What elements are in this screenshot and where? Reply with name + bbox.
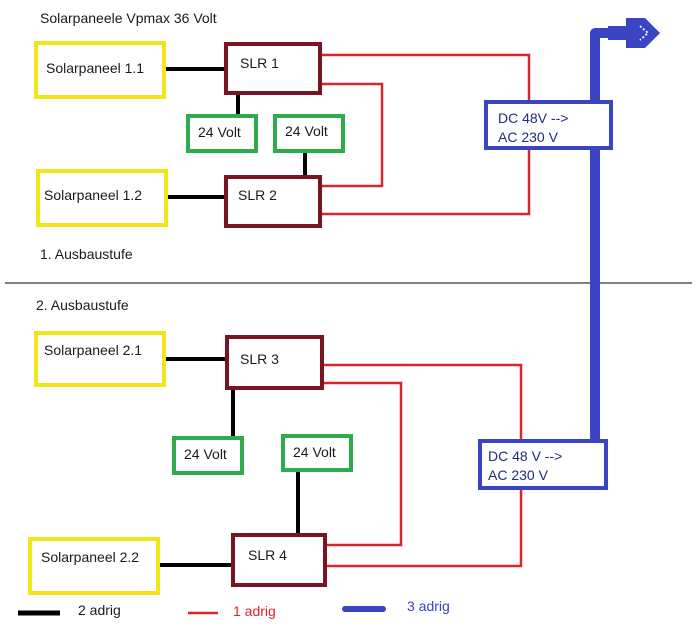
inverter-2: DC 48 V --> AC 230 V — [478, 439, 608, 490]
legend: 2 adrig 1 adrig 3 adrig — [18, 598, 450, 619]
voltage-box-1: 24 Volt — [186, 114, 258, 153]
legend-black-label: 2 adrig — [78, 602, 121, 618]
black-wires — [158, 67, 307, 567]
panel-label: Solarpaneel 1.1 — [46, 60, 144, 76]
panel-label: Solarpaneel 2.2 — [41, 549, 139, 565]
red-wires — [320, 53, 531, 568]
stage-2-label: 2. Ausbaustufe — [36, 297, 129, 313]
solar-panel-1-1: Solarpaneel 1.1 — [34, 41, 166, 99]
inverter-line-2: AC 230 V — [498, 129, 559, 145]
output-arrow-icon — [608, 18, 660, 48]
wire-slr3-inverter2 — [322, 363, 523, 441]
controller-label: SLR 3 — [240, 351, 279, 367]
controller-slr1: SLR 1 — [224, 42, 322, 95]
wire-slr1-inverter1 — [320, 53, 531, 102]
solar-panel-2-1: Solarpaneel 2.1 — [34, 331, 166, 387]
voltage-label: 24 Volt — [293, 444, 336, 460]
voltage-box-2: 24 Volt — [273, 114, 345, 153]
blue-wire — [590, 28, 632, 441]
controller-label: SLR 2 — [238, 187, 277, 203]
voltage-label: 24 Volt — [184, 446, 227, 462]
inverter-line-2: AC 230 V — [488, 467, 549, 483]
inverter-1: DC 48V --> AC 230 V — [484, 100, 613, 150]
wire-slr3-slr4 — [322, 381, 403, 547]
stage-1-label: 1. Ausbaustufe — [40, 246, 133, 262]
legend-blue-label: 3 adrig — [407, 598, 450, 614]
controller-slr2: SLR 2 — [224, 175, 322, 228]
voltage-box-3: 24 Volt — [172, 436, 244, 475]
panel-label: Solarpaneel 1.2 — [44, 187, 142, 203]
controller-slr4: SLR 4 — [231, 533, 327, 587]
inverter-line-1: DC 48 V --> — [488, 448, 562, 464]
wire-slr4-inverter2 — [325, 488, 523, 568]
voltage-box-4: 24 Volt — [281, 434, 353, 472]
inverter-line-1: DC 48V --> — [498, 110, 568, 126]
wire-slr2-inverter1 — [320, 148, 531, 216]
wire-slr1-slr2 — [320, 82, 384, 188]
legend-red-label: 1 adrig — [233, 603, 276, 619]
solar-panel-2-2: Solarpaneel 2.2 — [28, 537, 160, 595]
diagram-title: Solarpaneele Vpmax 36 Volt — [40, 10, 217, 26]
voltage-label: 24 Volt — [198, 124, 241, 140]
solar-panel-1-2: Solarpaneel 1.2 — [36, 169, 168, 227]
panel-label: Solarpaneel 2.1 — [44, 342, 142, 358]
controller-slr3: SLR 3 — [225, 335, 324, 390]
controller-label: SLR 4 — [248, 547, 287, 563]
voltage-label: 24 Volt — [285, 123, 328, 139]
controller-label: SLR 1 — [240, 55, 279, 71]
